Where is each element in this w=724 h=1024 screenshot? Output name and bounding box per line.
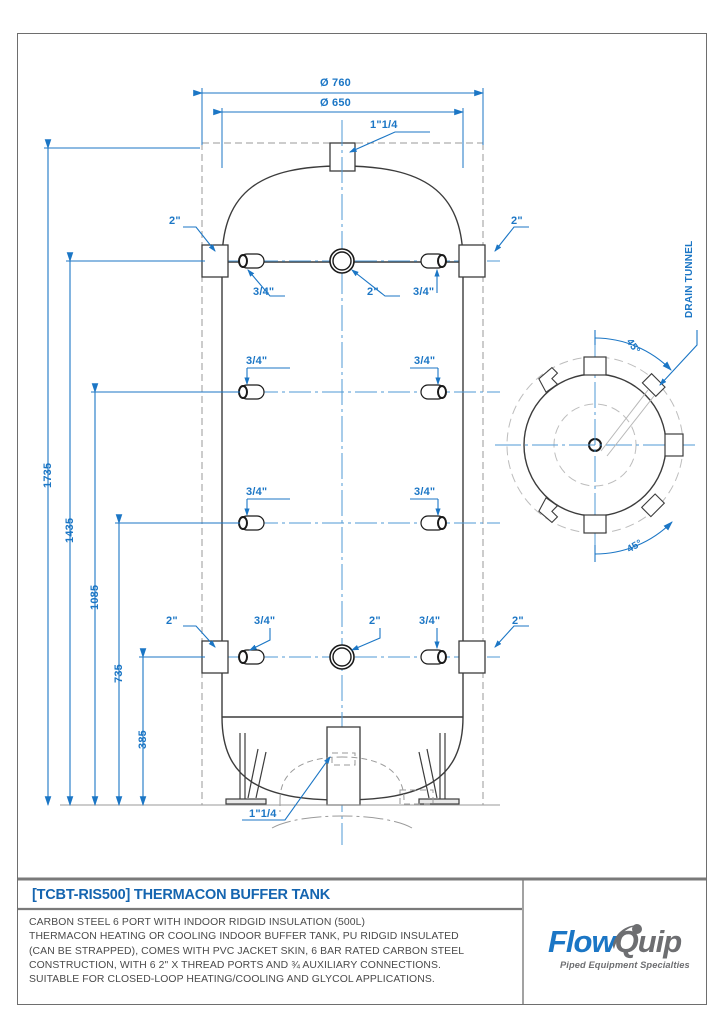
description-line-4: CONSTRUCTION, WITH 6 2" X THREAD PORTS A… [29,959,442,971]
description-line-2: THERMACON HEATING OR COOLING INDOOR BUFF… [29,931,459,943]
port-label-row4-right-small: 3/4" [419,615,441,627]
port-label-row1-right-small: 3/4" [413,286,435,298]
port-label-row1-left-flange: 2" [169,215,181,227]
logo-tagline: Piped Equipment Specialties [560,960,690,970]
dim-label-diameter-inner: Ø 650 [320,97,351,109]
dim-label-height-735: 735 [113,664,125,683]
port-label-row1-center: 2" [367,286,379,298]
dim-label-height-1085: 1085 [89,584,101,610]
dim-label-height-385: 385 [137,730,149,749]
port-label-row4-left-small: 3/4" [254,615,276,627]
port-label-row1-left-small: 3/4" [253,286,275,298]
dim-label-height-1435: 1435 [64,517,76,543]
port-label-row1-right-flange: 2" [511,215,523,227]
port-label-row4-left-flange: 2" [166,615,178,627]
product-description: CARBON STEEL 6 PORT WITH INDOOR RIDGID I… [29,916,516,987]
port-label-row4-center: 2" [369,615,381,627]
port-label-row4-right-flange: 2" [512,615,524,627]
description-line-1: CARBON STEEL 6 PORT WITH INDOOR RIDGID I… [29,917,366,928]
drawing-frame [17,33,707,1005]
description-line-5: SUITABLE FOR CLOSED-LOOP HEATING/COOLING… [29,974,435,986]
logo-wordmark: FlowQuip [548,924,682,959]
page-title: [TCBT-RIS500] THERMACON BUFFER TANK [32,887,331,903]
port-label-row3-left-small: 3/4" [246,486,268,498]
dim-label-height-1735: 1735 [42,462,54,488]
dim-label-bottom-connection: 1"1/4 [249,808,277,820]
dim-label-diameter-outer: Ø 760 [320,77,351,89]
company-logo: FlowQuip Piped Equipment Specialties [548,924,698,977]
port-label-row3-right-small: 3/4" [414,486,436,498]
description-line-3: (CAN BE STRAPPED), COMES WITH PVC JACKET… [29,945,465,957]
dim-label-top-connection: 1"1/4 [370,119,398,131]
port-label-row2-left-small: 3/4" [246,355,268,367]
logo-swoosh-icon [612,924,642,949]
logo-text-flow: Flow [548,924,616,959]
drain-tunnel-label: DRAIN TUNNEL [684,240,695,318]
port-label-row2-right-small: 3/4" [414,355,436,367]
